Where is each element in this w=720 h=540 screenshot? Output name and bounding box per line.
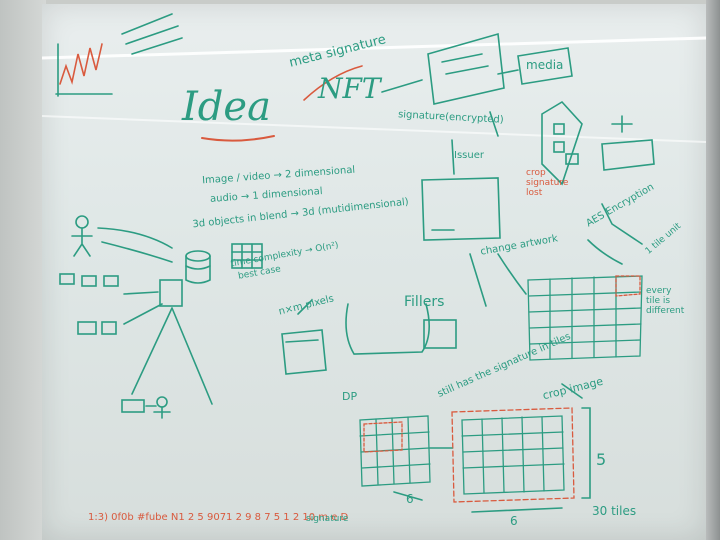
- issuer-label: Issuer: [454, 150, 484, 161]
- idea-title: Idea: [182, 84, 271, 130]
- bottom-code-note: 1:3) 0f0b #fube N1 2 5 9071 2 9 8 7 5 1 …: [88, 512, 349, 523]
- dp-label: DP: [342, 390, 358, 403]
- wall-left: [0, 0, 46, 540]
- nft-label: NFT: [318, 72, 381, 105]
- dimension-5: 5: [596, 450, 607, 469]
- crop-signature-lost-note: crop signature lost: [526, 168, 569, 198]
- media-label: media: [526, 58, 564, 72]
- signature-bottom-label: signature: [306, 514, 349, 524]
- fillers-label: Fillers: [404, 294, 445, 310]
- tiles-30-note: 30 tiles: [592, 504, 637, 518]
- dimension-6-left: 6: [406, 492, 414, 506]
- dimension-6-right: 6: [510, 514, 518, 528]
- whiteboard-frame-right: [706, 0, 720, 540]
- every-tile-note: every tile is different: [646, 286, 685, 316]
- whiteboard: Idea NFT meta signature media signature(…: [42, 4, 706, 540]
- marker-sketches: [42, 13, 706, 513]
